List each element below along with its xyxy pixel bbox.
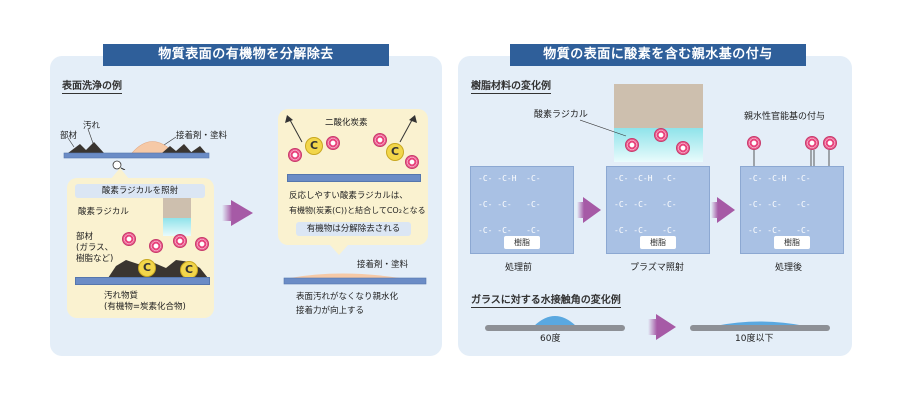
angle-before-label: 60度: [540, 334, 561, 344]
process-arrow: [656, 314, 676, 340]
result-text-line1: 反応しやすい酸素ラジカルは、: [289, 191, 408, 201]
resin-chem-before: -C- -C-H -C- -C- -C- -C- -C- -C- -C-: [478, 174, 541, 235]
zoom-material-bar: [75, 277, 210, 285]
result-text-line2: 有機物(炭素(C))と結合してCO₂となる: [289, 206, 426, 215]
result-material-bar: [287, 174, 421, 182]
plasma-source: [614, 84, 703, 128]
dirt-substance-desc: (有機物=炭素化合物): [104, 302, 186, 312]
zoom-material-paren: (ガラス、: [76, 243, 114, 253]
resin-chem-after: -C- -C-H -C- -C- -C- -C- -C- -C- -C-: [748, 174, 811, 235]
co2-molecules: [285, 115, 417, 143]
carbon-atom: C: [138, 259, 156, 277]
caption-before: 処理前: [505, 263, 533, 273]
right-radical-label: 酸素ラジカル: [534, 110, 588, 120]
hydrophilic-label: 親水性官能基の付与: [744, 112, 826, 122]
left-header: 物質表面の有機物を分解除去: [103, 44, 389, 66]
radical-particle: [195, 237, 209, 251]
material-label: 部材: [60, 131, 78, 141]
after-line1: 表面汚れがなくなり親水化: [296, 292, 399, 302]
co2-label: 二酸化炭素: [325, 118, 368, 128]
right-subtitle2: ガラスに対する水接触角の変化例: [471, 295, 621, 308]
radical-particle: [654, 128, 668, 142]
resin-chem-plasma: -C- -C-H -C- -C- -C- -C- -C- -C- -C-: [614, 174, 677, 235]
oxygen-atom: [288, 148, 302, 162]
irradiate-pill: 酸素ラジカルを照射: [75, 184, 205, 198]
carbon-atom: C: [305, 137, 323, 155]
radical-pointer: [580, 119, 627, 137]
glass-bar-after: [690, 325, 830, 331]
oxygen-atom: [747, 136, 761, 150]
radical-particle: [676, 141, 690, 155]
glass-bar-before: [485, 325, 625, 331]
hydrophilic-bonds: [753, 150, 830, 166]
caption-plasma: プラズマ照射: [630, 263, 684, 273]
oxygen-atom: [326, 136, 340, 150]
radical-particle: [122, 232, 136, 246]
after-line2: 接着力が向上する: [296, 306, 365, 316]
zoom-material-paren2: 樹脂など): [76, 254, 114, 264]
zoom-material-label: 部材: [76, 232, 94, 242]
angle-after-label: 10度以下: [735, 334, 774, 344]
right-subtitle1: 樹脂材料の変化例: [471, 81, 551, 94]
radical-particle: [149, 239, 163, 253]
radical-particle: [625, 138, 639, 152]
water-drop-before: [534, 316, 576, 326]
right-header: 物質の表面に酸素を含む親水基の付与: [510, 44, 806, 66]
zoom-box-pointer: [110, 168, 130, 180]
decomposed-pill: 有機物は分解除去される: [296, 222, 411, 236]
plasma-beam: [163, 218, 191, 236]
after-adhesive-label: 接着剤・塗料: [357, 260, 409, 270]
resin-tag-plasma: 樹脂: [640, 236, 676, 249]
process-arrow-tail: [222, 205, 232, 221]
left-subtitle: 表面洗浄の例: [62, 81, 122, 94]
top-surface-illustration: [63, 128, 210, 170]
oxygen-atom: [805, 136, 819, 150]
carbon-atom: C: [386, 143, 404, 161]
resin-tag-after: 樹脂: [774, 236, 810, 249]
process-arrow-tail: [648, 319, 657, 335]
process-arrow: [231, 200, 253, 226]
process-arrow-tail: [711, 202, 718, 218]
plasma-source: [163, 198, 191, 218]
radical-particle: [173, 234, 187, 248]
adhesive-label: 接着剤・塗料: [176, 131, 228, 141]
dirt-substance-label: 汚れ物質: [104, 291, 139, 301]
process-arrow-tail: [577, 202, 584, 218]
dirt-label: 汚れ: [83, 121, 101, 131]
oxygen-atom: [823, 136, 837, 150]
result-box-pointer: [330, 245, 348, 255]
oxygen-atom: [405, 155, 419, 169]
zoom-radical-label: 酸素ラジカル: [78, 207, 129, 217]
oxygen-atom: [373, 133, 387, 147]
caption-after: 処理後: [775, 263, 803, 273]
process-arrow: [583, 197, 601, 223]
process-arrow: [717, 197, 735, 223]
after-surface: [283, 273, 427, 285]
water-drop-after: [715, 321, 805, 326]
resin-tag-before: 樹脂: [504, 236, 540, 249]
